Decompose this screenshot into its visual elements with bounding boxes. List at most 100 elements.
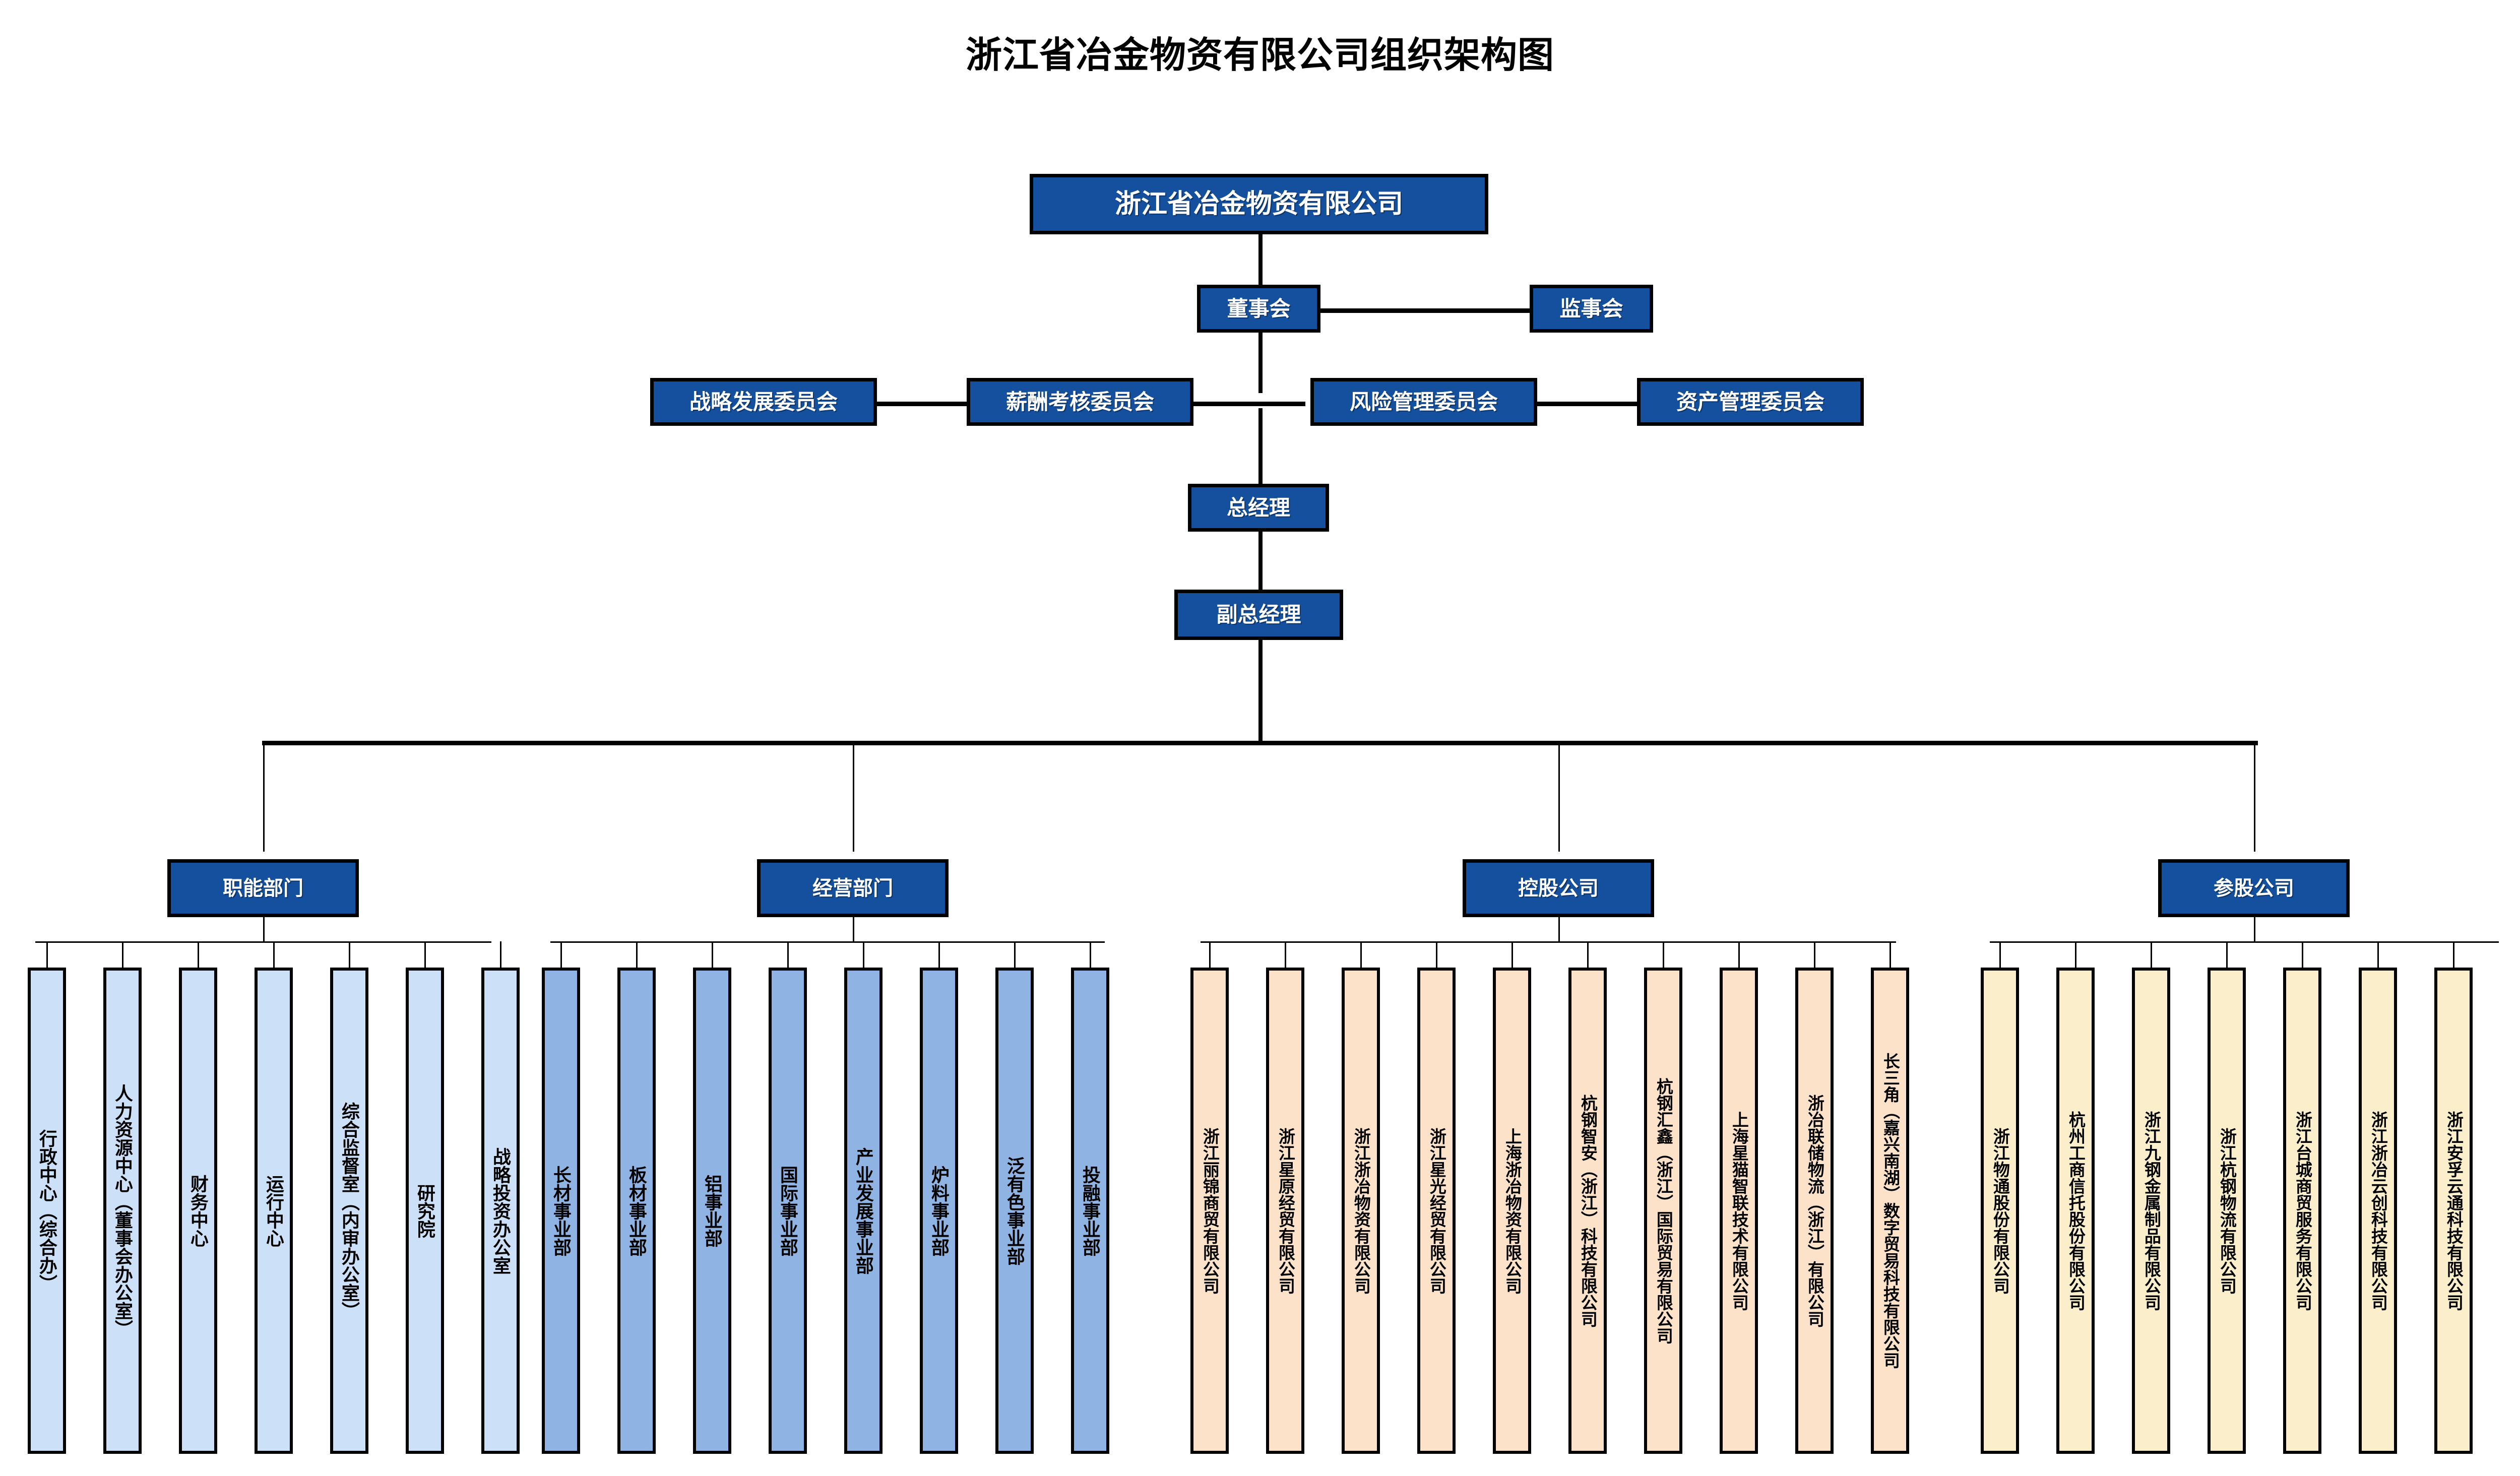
node-equity-company-2-label: 杭州工商信托股份有限公司 bbox=[2066, 1111, 2086, 1311]
connector-holding-company-9 bbox=[1814, 941, 1815, 969]
node-company[interactable]: 浙江省冶金物资有限公司 bbox=[1030, 174, 1488, 234]
connector-board-to-supervisors bbox=[1320, 308, 1532, 313]
node-functional-dept-3[interactable]: 财务中心 bbox=[179, 968, 217, 1454]
node-board-label: 董事会 bbox=[1227, 296, 1291, 320]
connector-equity-company-2 bbox=[2075, 941, 2076, 969]
connector-gm-to-deputy bbox=[1258, 532, 1263, 592]
node-general-manager-label: 总经理 bbox=[1226, 495, 1290, 520]
node-committee-strategy[interactable]: 战略发展委员会 bbox=[650, 378, 877, 426]
node-committee-strategy-label: 战略发展委员会 bbox=[689, 390, 838, 414]
node-board[interactable]: 董事会 bbox=[1197, 285, 1320, 333]
page-title: 浙江省冶金物资有限公司组织架构图 bbox=[965, 35, 1554, 76]
connector-bus-to-holding bbox=[1558, 741, 1560, 852]
connector-committee-right bbox=[1537, 402, 1638, 406]
connector-holding-company-10 bbox=[1889, 941, 1891, 969]
connector-equity-company-1 bbox=[1999, 941, 2001, 969]
node-general-manager[interactable]: 总经理 bbox=[1188, 484, 1329, 532]
node-holding-company-1-label: 浙江丽锦商贸有限公司 bbox=[1201, 1127, 1220, 1294]
connector-equity-company-6 bbox=[2377, 941, 2379, 969]
node-functional-dept-6[interactable]: 研究院 bbox=[406, 968, 444, 1454]
connector-holding-company-3 bbox=[1360, 941, 1362, 969]
node-holding-company-2[interactable]: 浙江星原经贸有限公司 bbox=[1266, 968, 1304, 1454]
node-functional-dept-2-label: 人力资源中心（董事会办公室） bbox=[112, 1083, 133, 1338]
group-header-business-label: 经营部门 bbox=[812, 877, 893, 900]
node-equity-company-2[interactable]: 杭州工商信托股份有限公司 bbox=[2056, 968, 2095, 1454]
node-supervisors[interactable]: 监事会 bbox=[1530, 285, 1653, 333]
connector-equity-company-4 bbox=[2226, 941, 2228, 969]
node-equity-company-1-label: 浙江物通股份有限公司 bbox=[1991, 1127, 2010, 1294]
node-business-division-1[interactable]: 长材事业部 bbox=[542, 968, 580, 1454]
node-business-division-4[interactable]: 国际事业部 bbox=[769, 968, 807, 1454]
connector-functional-bus bbox=[35, 941, 491, 943]
node-holding-company-6[interactable]: 杭钢智安（浙江）科技有限公司 bbox=[1568, 968, 1607, 1454]
node-equity-company-1[interactable]: 浙江物通股份有限公司 bbox=[1981, 968, 2019, 1454]
node-functional-dept-5-label: 综合监督室（内审办公室） bbox=[339, 1102, 360, 1320]
node-equity-company-6-label: 浙江浙冶云创科技有限公司 bbox=[2369, 1111, 2388, 1311]
connector-holding-company-7 bbox=[1663, 941, 1664, 969]
connector-committee-mid bbox=[1134, 402, 1305, 406]
node-deputy-general-manager[interactable]: 副总经理 bbox=[1174, 590, 1343, 640]
connector-company-to-board bbox=[1258, 233, 1263, 293]
node-business-division-6[interactable]: 炉料事业部 bbox=[920, 968, 958, 1454]
connector-main-bus bbox=[262, 741, 2258, 745]
node-functional-dept-2[interactable]: 人力资源中心（董事会办公室） bbox=[103, 968, 142, 1454]
connector-equity-company-3 bbox=[2151, 941, 2152, 969]
node-equity-company-4-label: 浙江杭钢物流有限公司 bbox=[2218, 1127, 2237, 1294]
node-functional-dept-1[interactable]: 行政中心（综合办） bbox=[28, 968, 66, 1454]
node-committee-risk-label: 风险管理委员会 bbox=[1349, 390, 1498, 414]
node-functional-dept-4[interactable]: 运行中心 bbox=[255, 968, 293, 1454]
node-holding-company-3[interactable]: 浙江浙冶物资有限公司 bbox=[1342, 968, 1380, 1454]
node-equity-company-3-label: 浙江九钢金属制品有限公司 bbox=[2142, 1111, 2161, 1311]
connector-business-division-1 bbox=[560, 941, 562, 969]
connector-bus-to-business bbox=[853, 741, 854, 852]
group-header-equity[interactable]: 参股公司 bbox=[2158, 859, 2350, 917]
node-business-division-8[interactable]: 投融事业部 bbox=[1071, 968, 1109, 1454]
node-committee-risk[interactable]: 风险管理委员会 bbox=[1310, 378, 1537, 426]
node-equity-company-4[interactable]: 浙江杭钢物流有限公司 bbox=[2208, 968, 2246, 1454]
node-business-division-7-label: 泛有色事业部 bbox=[1004, 1156, 1025, 1265]
node-holding-company-5[interactable]: 上海浙冶物资有限公司 bbox=[1493, 968, 1531, 1454]
node-committee-asset[interactable]: 资产管理委员会 bbox=[1637, 378, 1864, 426]
group-header-holding-label: 控股公司 bbox=[1518, 877, 1599, 900]
node-holding-company-8[interactable]: 上海星猫智联技术有限公司 bbox=[1720, 968, 1758, 1454]
node-equity-company-5[interactable]: 浙江台城商贸服务有限公司 bbox=[2283, 968, 2321, 1454]
connector-functional-dept-2 bbox=[122, 941, 123, 969]
node-functional-dept-5[interactable]: 综合监督室（内审办公室） bbox=[330, 968, 368, 1454]
connector-functional-dept-4 bbox=[273, 941, 275, 969]
node-equity-company-7[interactable]: 浙江安孚云通科技有限公司 bbox=[2434, 968, 2473, 1454]
node-business-division-2[interactable]: 板材事业部 bbox=[617, 968, 656, 1454]
node-business-division-3[interactable]: 铝事业部 bbox=[693, 968, 731, 1454]
connector-holding-company-5 bbox=[1511, 941, 1513, 969]
node-business-division-8-label: 投融事业部 bbox=[1080, 1165, 1101, 1256]
node-equity-company-3[interactable]: 浙江九钢金属制品有限公司 bbox=[2132, 968, 2170, 1454]
connector-bus-to-equity bbox=[2254, 741, 2255, 852]
connector-business-division-3 bbox=[712, 941, 713, 969]
node-holding-company-9[interactable]: 浙冶联储物流（浙江）有限公司 bbox=[1795, 968, 1834, 1454]
node-holding-company-8-label: 上海星猫智联技术有限公司 bbox=[1730, 1111, 1749, 1311]
node-business-division-5[interactable]: 产业发展事业部 bbox=[844, 968, 883, 1454]
connector-holding-company-1 bbox=[1209, 941, 1211, 969]
node-functional-dept-3-label: 财务中心 bbox=[187, 1174, 209, 1247]
node-functional-dept-7-label: 战略投资办公室 bbox=[490, 1147, 511, 1274]
node-functional-dept-7[interactable]: 战略投资办公室 bbox=[481, 968, 520, 1454]
connector-business-division-4 bbox=[787, 941, 789, 969]
node-holding-company-7-label: 杭钢汇鑫（浙江）国际贸易有限公司 bbox=[1654, 1077, 1673, 1344]
node-holding-company-1[interactable]: 浙江丽锦商贸有限公司 bbox=[1190, 968, 1229, 1454]
node-holding-company-7[interactable]: 杭钢汇鑫（浙江）国际贸易有限公司 bbox=[1644, 968, 1682, 1454]
group-header-functional[interactable]: 职能部门 bbox=[167, 859, 359, 917]
node-equity-company-6[interactable]: 浙江浙冶云创科技有限公司 bbox=[2359, 968, 2397, 1454]
node-holding-company-3-label: 浙江浙冶物资有限公司 bbox=[1352, 1127, 1371, 1294]
node-holding-company-2-label: 浙江星原经贸有限公司 bbox=[1276, 1127, 1295, 1294]
node-committee-compensation[interactable]: 薪酬考核委员会 bbox=[967, 378, 1193, 426]
connector-functional-dept-3 bbox=[198, 941, 199, 969]
node-holding-company-4[interactable]: 浙江星光经贸有限公司 bbox=[1417, 968, 1456, 1454]
group-header-holding[interactable]: 控股公司 bbox=[1463, 859, 1654, 917]
node-holding-company-9-label: 浙冶联储物流（浙江）有限公司 bbox=[1805, 1094, 1824, 1327]
node-holding-company-10[interactable]: 长三角（嘉兴南湖）数字贸易科技有限公司 bbox=[1871, 968, 1909, 1454]
group-header-business[interactable]: 经营部门 bbox=[757, 859, 949, 917]
connector-business-division-6 bbox=[938, 941, 940, 969]
node-business-division-7[interactable]: 泛有色事业部 bbox=[995, 968, 1034, 1454]
connector-deputy-down bbox=[1258, 640, 1263, 743]
node-equity-company-5-label: 浙江台城商贸服务有限公司 bbox=[2293, 1111, 2312, 1311]
